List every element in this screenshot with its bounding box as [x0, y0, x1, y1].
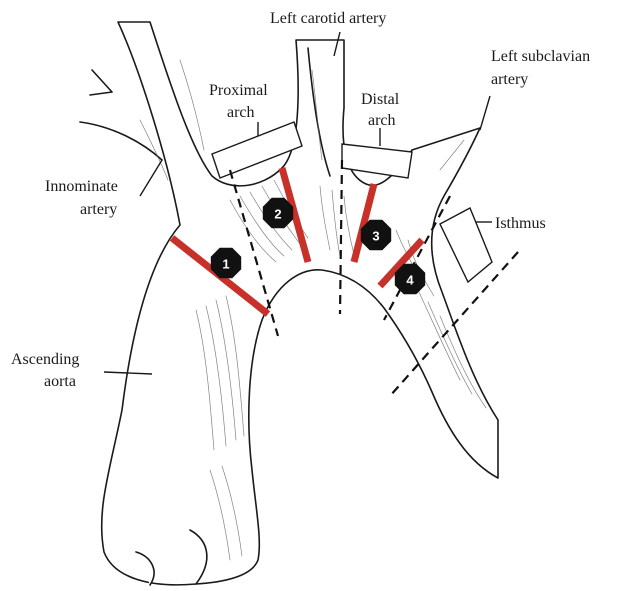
label-left-subclavian-line2: artery	[491, 71, 528, 88]
zone-badge-2: 2	[263, 198, 293, 228]
label-innominate-line2: artery	[80, 201, 117, 218]
leader-innominate	[140, 160, 162, 196]
label-left-subclavian-line1: Left subclavian	[491, 48, 590, 65]
label-distal-arch-line2: arch	[368, 112, 396, 129]
zone-badge-4-label: 4	[406, 273, 414, 288]
label-ascending-aorta-line2: aorta	[44, 373, 76, 390]
leader-left-subclavian	[480, 96, 490, 130]
zone-badge-3-label: 3	[372, 229, 379, 244]
zone-badge-2-label: 2	[274, 207, 281, 222]
label-innominate-line1: Innominate	[45, 178, 118, 195]
zone-badge-1-label: 1	[222, 257, 229, 272]
isthmus-bracket	[440, 208, 492, 282]
label-distal-arch-line1: Distal	[361, 91, 400, 108]
vessels	[80, 22, 498, 585]
zone-badge-4: 4	[395, 264, 425, 294]
zone-badge-1: 1	[211, 248, 241, 278]
aorta-outline	[102, 22, 498, 585]
label-ascending-aorta-line1: Ascending	[11, 351, 79, 368]
label-isthmus: Isthmus	[495, 215, 546, 232]
zone-badge-3: 3	[361, 220, 391, 250]
label-proximal-arch-line2: arch	[227, 104, 255, 121]
label-proximal-arch-line1: Proximal	[209, 82, 268, 99]
label-left-carotid: Left carotid artery	[270, 10, 386, 27]
